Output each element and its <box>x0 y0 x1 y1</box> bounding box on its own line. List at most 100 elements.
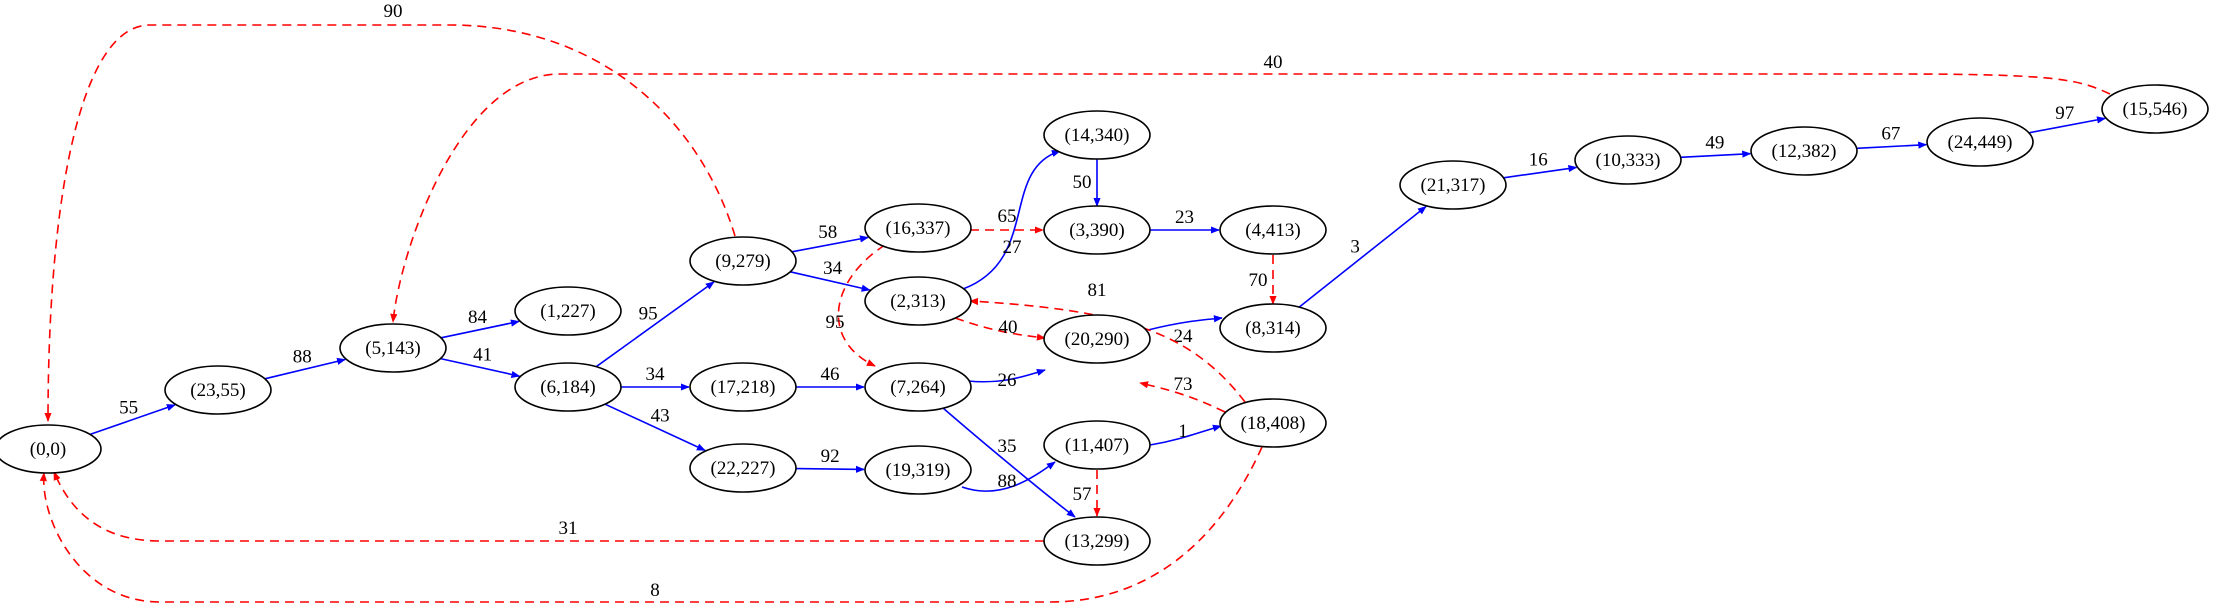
edge-weight-label: 26 <box>998 370 1017 391</box>
edge-line <box>1298 205 1427 308</box>
back-edge-n4-n8: 70 <box>1249 255 1277 305</box>
node-label: (1,227) <box>540 301 595 322</box>
edge-weight-label: 34 <box>823 258 843 279</box>
graph-node-n3: (3,390) <box>1043 205 1151 255</box>
edge-weight-label: 90 <box>384 1 403 22</box>
tree-edge-n2-n14: 27 <box>962 150 1061 290</box>
edge-line <box>440 319 520 339</box>
edge-line <box>1149 424 1222 446</box>
edge-layer: 5588844195344358344692275023263588241316… <box>39 1 2111 603</box>
graph-node-n2: (2,313) <box>864 276 972 326</box>
node-label: (12,382) <box>1772 141 1837 162</box>
edge-line <box>53 471 1044 542</box>
graph-node-n5: (5,143) <box>339 323 447 373</box>
node-label: (11,407) <box>1065 435 1129 456</box>
node-label: (14,340) <box>1065 125 1130 146</box>
edge-line <box>954 317 1046 341</box>
node-ellipse <box>864 276 972 326</box>
node-ellipse <box>339 323 447 373</box>
graph-node-n9: (9,279) <box>689 236 797 286</box>
edge-weight-label: 34 <box>646 364 666 385</box>
edge-weight-label: 67 <box>1881 124 1900 145</box>
back-edge-n11-n13: 57 <box>1073 470 1101 517</box>
tree-edge-n3-n4: 23 <box>1150 207 1220 234</box>
graph-node-n18: (18,408) <box>1219 398 1327 448</box>
edge-line <box>1139 381 1226 413</box>
tree-edge-n19-n11: 88 <box>961 461 1056 492</box>
tree-edge-n12-n24: 67 <box>1856 124 1928 150</box>
node-label: (6,184) <box>540 377 595 398</box>
node-label: (3,390) <box>1069 220 1124 241</box>
edge-weight-label: 49 <box>1705 133 1724 154</box>
back-edge-n18-n0: 8 <box>39 446 1263 603</box>
edge-weight-label: 50 <box>1073 172 1092 193</box>
edge-line <box>791 235 869 253</box>
node-ellipse <box>1399 160 1507 210</box>
edge-weight-label: 92 <box>821 446 840 467</box>
edge-line <box>440 357 521 378</box>
graph-node-n16: (16,337) <box>864 203 972 253</box>
edge-weight-label: 40 <box>999 317 1018 338</box>
node-label: (4,413) <box>1245 220 1300 241</box>
tree-edge-n9-n2: 34 <box>790 258 871 292</box>
edge-weight-label: 40 <box>1264 52 1283 73</box>
edge-weight-label: 95 <box>826 312 845 333</box>
tree-edge-n17-n7: 46 <box>796 364 865 391</box>
tree-edge-n21-n10: 16 <box>1503 150 1578 179</box>
graph-node-n6: (6,184) <box>514 362 622 412</box>
edge-line <box>2028 116 2106 134</box>
edge-line <box>942 407 1076 518</box>
edge-line <box>44 24 736 422</box>
edge-weight-label: 43 <box>651 405 670 426</box>
node-label: (15,546) <box>2123 99 2188 120</box>
edge-weight-label: 95 <box>639 304 658 325</box>
tree-edge-n10-n12: 49 <box>1680 133 1752 159</box>
back-edge-n13-n0: 31 <box>53 471 1044 542</box>
node-ellipse <box>864 445 972 495</box>
node-ellipse <box>1926 117 2034 167</box>
graph-node-n1: (1,227) <box>514 286 622 336</box>
node-label: (0,0) <box>30 439 66 460</box>
edge-line <box>967 369 1046 383</box>
edge-weight-label: 55 <box>119 397 138 418</box>
tree-edge-n5-n6: 41 <box>440 345 521 378</box>
edge-weight-label: 41 <box>473 345 492 366</box>
node-ellipse <box>864 203 972 253</box>
node-ellipse <box>689 236 797 286</box>
graph-node-n19: (19,319) <box>864 445 972 495</box>
edge-weight-label: 97 <box>2055 103 2074 124</box>
tree-edge-n7-n20: 26 <box>967 369 1046 391</box>
edge-weight-label: 81 <box>1088 280 1107 301</box>
tree-edge-n8-n21: 3 <box>1298 205 1427 308</box>
back-edge-n15-n5: 40 <box>390 52 2111 323</box>
graph-node-n7: (7,264) <box>864 362 972 412</box>
node-layer: (0,0) (23,55) (5,143) (6,184) (1,227) (9,279)… <box>0 84 2209 566</box>
node-label: (20,290) <box>1065 329 1130 350</box>
graph-node-n4: (4,413) <box>1219 205 1327 255</box>
tree-edge-n24-n15: 97 <box>2028 103 2106 134</box>
back-edge-n18-n20: 73 <box>1139 374 1226 413</box>
edge-line <box>790 271 871 292</box>
node-ellipse <box>164 365 272 415</box>
edge-weight-label: 88 <box>293 346 312 367</box>
node-label: (9,279) <box>715 251 770 272</box>
node-label: (13,299) <box>1065 531 1130 552</box>
node-label: (19,319) <box>886 460 951 481</box>
tree-edge-n9-n16: 58 <box>791 222 869 253</box>
node-label: (2,313) <box>890 291 945 312</box>
edge-line <box>961 461 1056 492</box>
edge-line <box>795 465 865 473</box>
back-edge-n16-n3: 65 <box>970 206 1044 234</box>
graph-node-n15: (15,546) <box>2101 84 2209 134</box>
graph-node-n12: (12,382) <box>1750 126 1858 176</box>
graph-node-n14: (14,340) <box>1043 110 1151 160</box>
edge-line <box>89 404 176 436</box>
node-ellipse <box>1750 126 1858 176</box>
node-ellipse <box>1043 420 1151 470</box>
tree-edge-n23-n5: 88 <box>264 346 347 380</box>
edge-weight-label: 1 <box>1178 421 1188 442</box>
node-ellipse <box>689 362 797 412</box>
node-ellipse <box>1043 516 1151 566</box>
graph-node-n23: (23,55) <box>164 365 272 415</box>
